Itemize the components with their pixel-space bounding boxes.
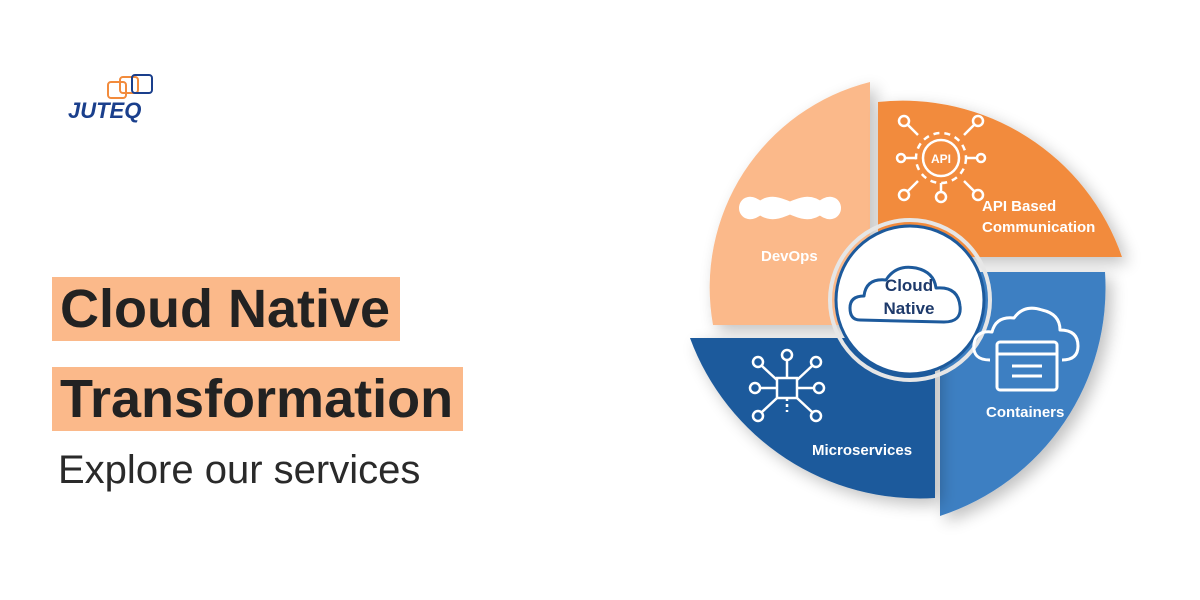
logo-squares-icon [107, 74, 153, 99]
container-cloud-icon [972, 306, 1080, 392]
headline-line-1: Cloud Native [52, 277, 401, 341]
segment-label-api-line-2: Communication [982, 219, 1096, 236]
headline-line-2: Transformation [52, 367, 464, 431]
segment-label-containers: Containers [986, 404, 1065, 421]
cloud-native-diagram: API DevOps [660, 60, 1180, 580]
center-label: Cloud Native [865, 274, 953, 320]
diagram-shapes: API [690, 82, 1122, 516]
segment-label-devops: DevOps [761, 248, 818, 265]
svg-text:API: API [931, 152, 951, 166]
infinity-icon [739, 196, 841, 220]
api-gear-icon [895, 114, 987, 204]
brand-logo: JUTEQ [68, 74, 168, 124]
segment-label-api-line-1: API Based [982, 198, 1057, 215]
center-label-line-1: Cloud [884, 276, 934, 295]
segment-label-microservices: Microservices [812, 442, 913, 459]
center-circle [834, 224, 986, 376]
segment-label-api: API Based Communication [982, 196, 1095, 238]
subtitle: Explore our services [58, 448, 421, 492]
cloud-icon [848, 265, 962, 324]
logo-text: JUTEQ [68, 98, 142, 123]
center-label-line-2: Native [883, 299, 935, 318]
network-cube-icon [748, 348, 826, 423]
